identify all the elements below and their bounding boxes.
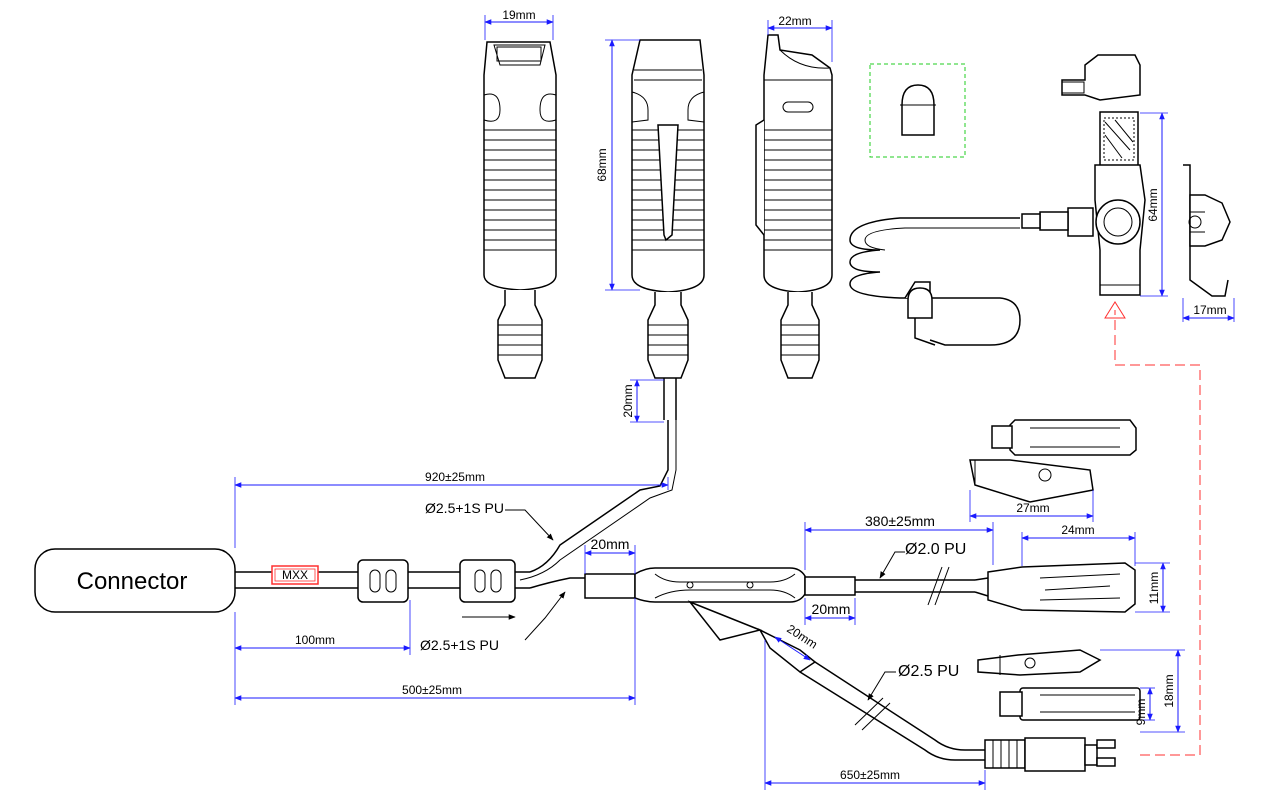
dim-plug-body-height: 9mm: [1134, 687, 1155, 726]
connector-label: Connector: [77, 568, 188, 595]
cable-clip-2: [459, 559, 516, 603]
svg-text:20mm: 20mm: [621, 384, 635, 417]
cable-label-bottom: Ø2.5 PU: [867, 663, 959, 701]
earpiece-side-view: [1183, 164, 1231, 297]
ptt-side-ribs: [764, 129, 832, 251]
dim-bottom-branch-length: 650±25mm: [764, 640, 986, 790]
svg-text:64mm: 64mm: [1146, 188, 1160, 221]
svg-text:17mm: 17mm: [1193, 303, 1226, 317]
dim-right-branch-length: 380±25mm: [804, 513, 994, 570]
dim-mic-clip-length: 27mm: [969, 490, 1094, 522]
svg-text:24mm: 24mm: [1061, 523, 1094, 537]
svg-text:Ø2.5 PU: Ø2.5 PU: [898, 663, 959, 680]
dim-ptt-side-width: 22mm: [767, 14, 833, 62]
cable-label-right: Ø2.0 PU: [879, 541, 966, 579]
ptt-side-view: [755, 34, 833, 379]
svg-text:27mm: 27mm: [1016, 501, 1049, 515]
svg-text:19mm: 19mm: [502, 8, 535, 22]
dim-splitter-sleeve: 20mm: [584, 536, 636, 574]
reference-line: [1104, 301, 1201, 756]
cable-label-upper: Ø2.5+1S PU: [425, 500, 554, 541]
mic-clip-top: [969, 419, 1137, 503]
connector-block: Connector: [34, 548, 236, 613]
marker-tag: MXX: [271, 565, 319, 585]
svg-text:20mm: 20mm: [591, 536, 630, 552]
plug-connector: [984, 737, 1116, 772]
dim-connector-section: 100mm: [234, 600, 411, 705]
dim-plug-height: 18mm: [1100, 649, 1185, 733]
svg-text:Ø2.5+1S PU: Ø2.5+1S PU: [425, 500, 504, 516]
dim-ptt-height: 68mm: [595, 39, 640, 291]
ptt-front-view: [483, 41, 557, 379]
dim-ptt-cable-drop: 20mm: [621, 379, 664, 423]
mic-body: [974, 562, 1136, 613]
ptt-back-view: [631, 39, 705, 420]
ptt-front-ribs: [484, 129, 556, 251]
svg-text:11mm: 11mm: [1147, 572, 1161, 604]
svg-text:18mm: 18mm: [1162, 674, 1176, 707]
cable-clip-1: [357, 559, 409, 603]
svg-text:9mm: 9mm: [1134, 699, 1148, 726]
svg-text:Ø2.0 PU: Ø2.0 PU: [905, 541, 966, 558]
earpiece-assembly: [1021, 54, 1146, 296]
svg-text:22mm: 22mm: [778, 14, 811, 28]
svg-text:920±25mm: 920±25mm: [425, 470, 485, 484]
dim-ptt-front-width: 19mm: [484, 8, 554, 40]
coil-tube: [849, 217, 1021, 346]
plug-body: [999, 687, 1141, 721]
dim-right-branch-sleeve: 20mm: [804, 598, 856, 625]
svg-text:500±25mm: 500±25mm: [402, 683, 462, 697]
dim-mic-body-height: 11mm: [1135, 562, 1170, 613]
plug-clip: [977, 649, 1102, 676]
svg-text:650±25mm: 650±25mm: [840, 768, 900, 782]
splitter-body: [584, 567, 806, 641]
right-branch-cable: [804, 566, 975, 606]
svg-text:100mm: 100mm: [295, 633, 335, 647]
cable-label-lower: Ø2.5+1S PU: [420, 591, 566, 653]
svg-text:68mm: 68mm: [595, 148, 609, 181]
dim-mic-body-length: 24mm: [1021, 523, 1136, 566]
eartip-detail: [869, 63, 966, 158]
svg-text:380±25mm: 380±25mm: [865, 513, 935, 529]
dim-total-length: 920±25mm: [234, 470, 669, 548]
marker-label: MXX: [282, 568, 308, 582]
svg-text:20mm: 20mm: [812, 601, 851, 617]
svg-text:Ø2.5+1S PU: Ø2.5+1S PU: [420, 637, 499, 653]
dim-earpiece-width: 17mm: [1182, 298, 1235, 322]
dim-earpiece-height: 64mm: [1140, 112, 1168, 297]
dim-main-section: 500±25mm: [234, 598, 636, 705]
